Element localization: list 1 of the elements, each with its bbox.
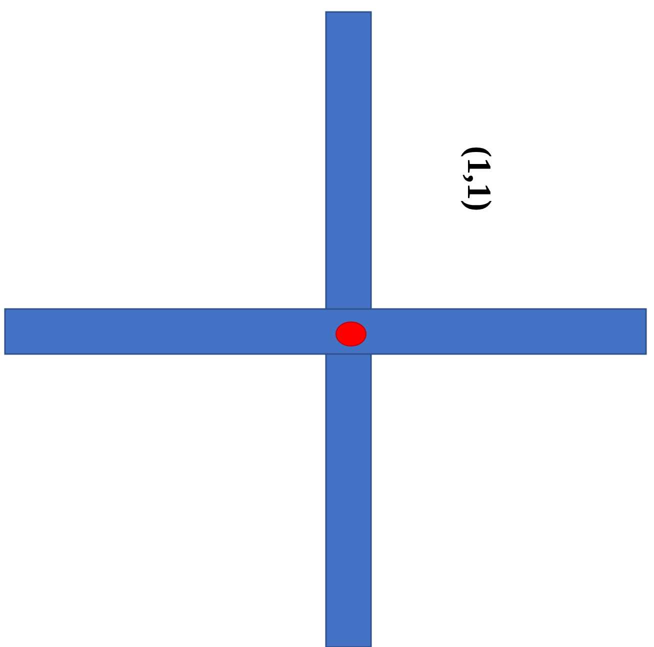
coordinate-label: (1,1) — [459, 146, 497, 212]
